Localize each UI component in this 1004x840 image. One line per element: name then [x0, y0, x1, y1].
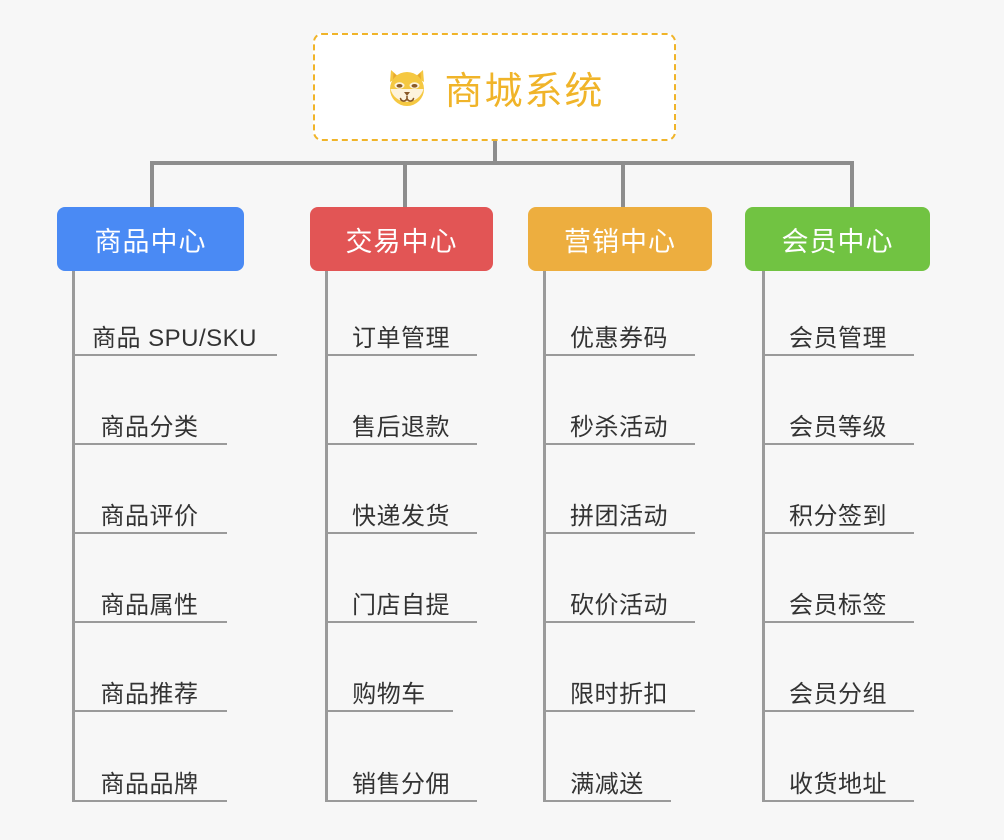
- leaf-item[interactable]: 满减送: [543, 712, 671, 802]
- leaf-item[interactable]: 拼团活动: [543, 445, 695, 534]
- branch-header-2[interactable]: 交易中心: [310, 207, 493, 271]
- leaf-item-label: 秒杀活动: [570, 413, 668, 441]
- leaf-item[interactable]: 商品 SPU/SKU: [72, 271, 277, 356]
- leaf-trunk-3: [543, 271, 546, 802]
- root-title: 商城系统: [444, 70, 605, 113]
- branch-header-label-4: 会员中心: [781, 226, 894, 257]
- branch-header-1[interactable]: 商品中心: [57, 207, 244, 271]
- root-node[interactable]: 商城系统: [313, 33, 676, 141]
- leaf-item-label: 商品属性: [100, 591, 199, 619]
- leaf-item[interactable]: 门店自提: [325, 534, 477, 623]
- leaf-item-label: 售后退款: [352, 413, 450, 441]
- leaf-item[interactable]: 收货地址: [762, 712, 914, 802]
- leaf-item-label: 积分签到: [789, 502, 887, 530]
- leaf-item[interactable]: 商品分类: [72, 356, 227, 445]
- branch-header-3[interactable]: 营销中心: [528, 207, 712, 271]
- shiba-dog-face-icon: [384, 64, 430, 110]
- leaf-item[interactable]: 购物车: [325, 623, 453, 712]
- leaf-item-label: 订单管理: [352, 324, 450, 352]
- leaf-item-label: 限时折扣: [570, 680, 668, 708]
- leaf-item-label: 满减送: [570, 770, 644, 798]
- leaf-item[interactable]: 商品品牌: [72, 712, 227, 802]
- leaf-trunk-4: [762, 271, 765, 802]
- leaf-item[interactable]: 秒杀活动: [543, 356, 695, 445]
- leaf-item[interactable]: 会员标签: [762, 534, 914, 623]
- leaf-item-label: 会员分组: [789, 680, 887, 708]
- leaf-item-label: 商品分类: [100, 413, 199, 441]
- leaf-item[interactable]: 销售分佣: [325, 712, 477, 802]
- leaf-item[interactable]: 商品推荐: [72, 623, 227, 712]
- branch-header-label-3: 营销中心: [564, 226, 676, 257]
- connector-drop-1: [150, 161, 154, 207]
- leaf-item-label: 购物车: [352, 680, 426, 708]
- leaf-item-label: 会员管理: [789, 324, 887, 352]
- leaf-item[interactable]: 积分签到: [762, 445, 914, 534]
- leaf-item-label: 商品品牌: [100, 770, 199, 798]
- leaf-item-label: 优惠券码: [570, 324, 668, 352]
- leaf-item-label: 商品评价: [100, 502, 199, 530]
- leaf-item-label: 拼团活动: [570, 502, 668, 530]
- leaf-item[interactable]: 快递发货: [325, 445, 477, 534]
- connector-drop-4: [850, 161, 854, 207]
- leaf-item[interactable]: 订单管理: [325, 271, 477, 356]
- leaf-item-label: 砍价活动: [570, 591, 668, 619]
- branch-header-4[interactable]: 会员中心: [745, 207, 930, 271]
- connector-root-stem: [493, 141, 497, 163]
- leaf-item-label: 商品 SPU/SKU: [91, 324, 258, 352]
- leaf-item-label: 收货地址: [789, 770, 887, 798]
- connector-drop-2: [403, 161, 407, 207]
- leaf-item[interactable]: 售后退款: [325, 356, 477, 445]
- leaf-item[interactable]: 砍价活动: [543, 534, 695, 623]
- leaf-item[interactable]: 会员等级: [762, 356, 914, 445]
- leaf-item[interactable]: 限时折扣: [543, 623, 695, 712]
- leaf-item-label: 门店自提: [352, 591, 450, 619]
- branch-header-label-2: 交易中心: [345, 226, 458, 257]
- leaf-item[interactable]: 会员管理: [762, 271, 914, 356]
- leaf-item-label: 会员等级: [789, 413, 887, 441]
- connector-drop-3: [621, 161, 625, 207]
- leaf-trunk-2: [325, 271, 328, 802]
- leaf-item[interactable]: 商品属性: [72, 534, 227, 623]
- leaf-item[interactable]: 会员分组: [762, 623, 914, 712]
- leaf-item-label: 销售分佣: [352, 770, 450, 798]
- leaf-item-label: 商品推荐: [100, 680, 199, 708]
- connector-horizontal-bus: [150, 161, 854, 165]
- leaf-item[interactable]: 商品评价: [72, 445, 227, 534]
- branch-header-label-1: 商品中心: [94, 226, 207, 257]
- leaf-item[interactable]: 优惠券码: [543, 271, 695, 356]
- leaf-item-label: 会员标签: [789, 591, 887, 619]
- leaf-item-label: 快递发货: [352, 502, 450, 530]
- leaf-trunk-1: [72, 271, 75, 802]
